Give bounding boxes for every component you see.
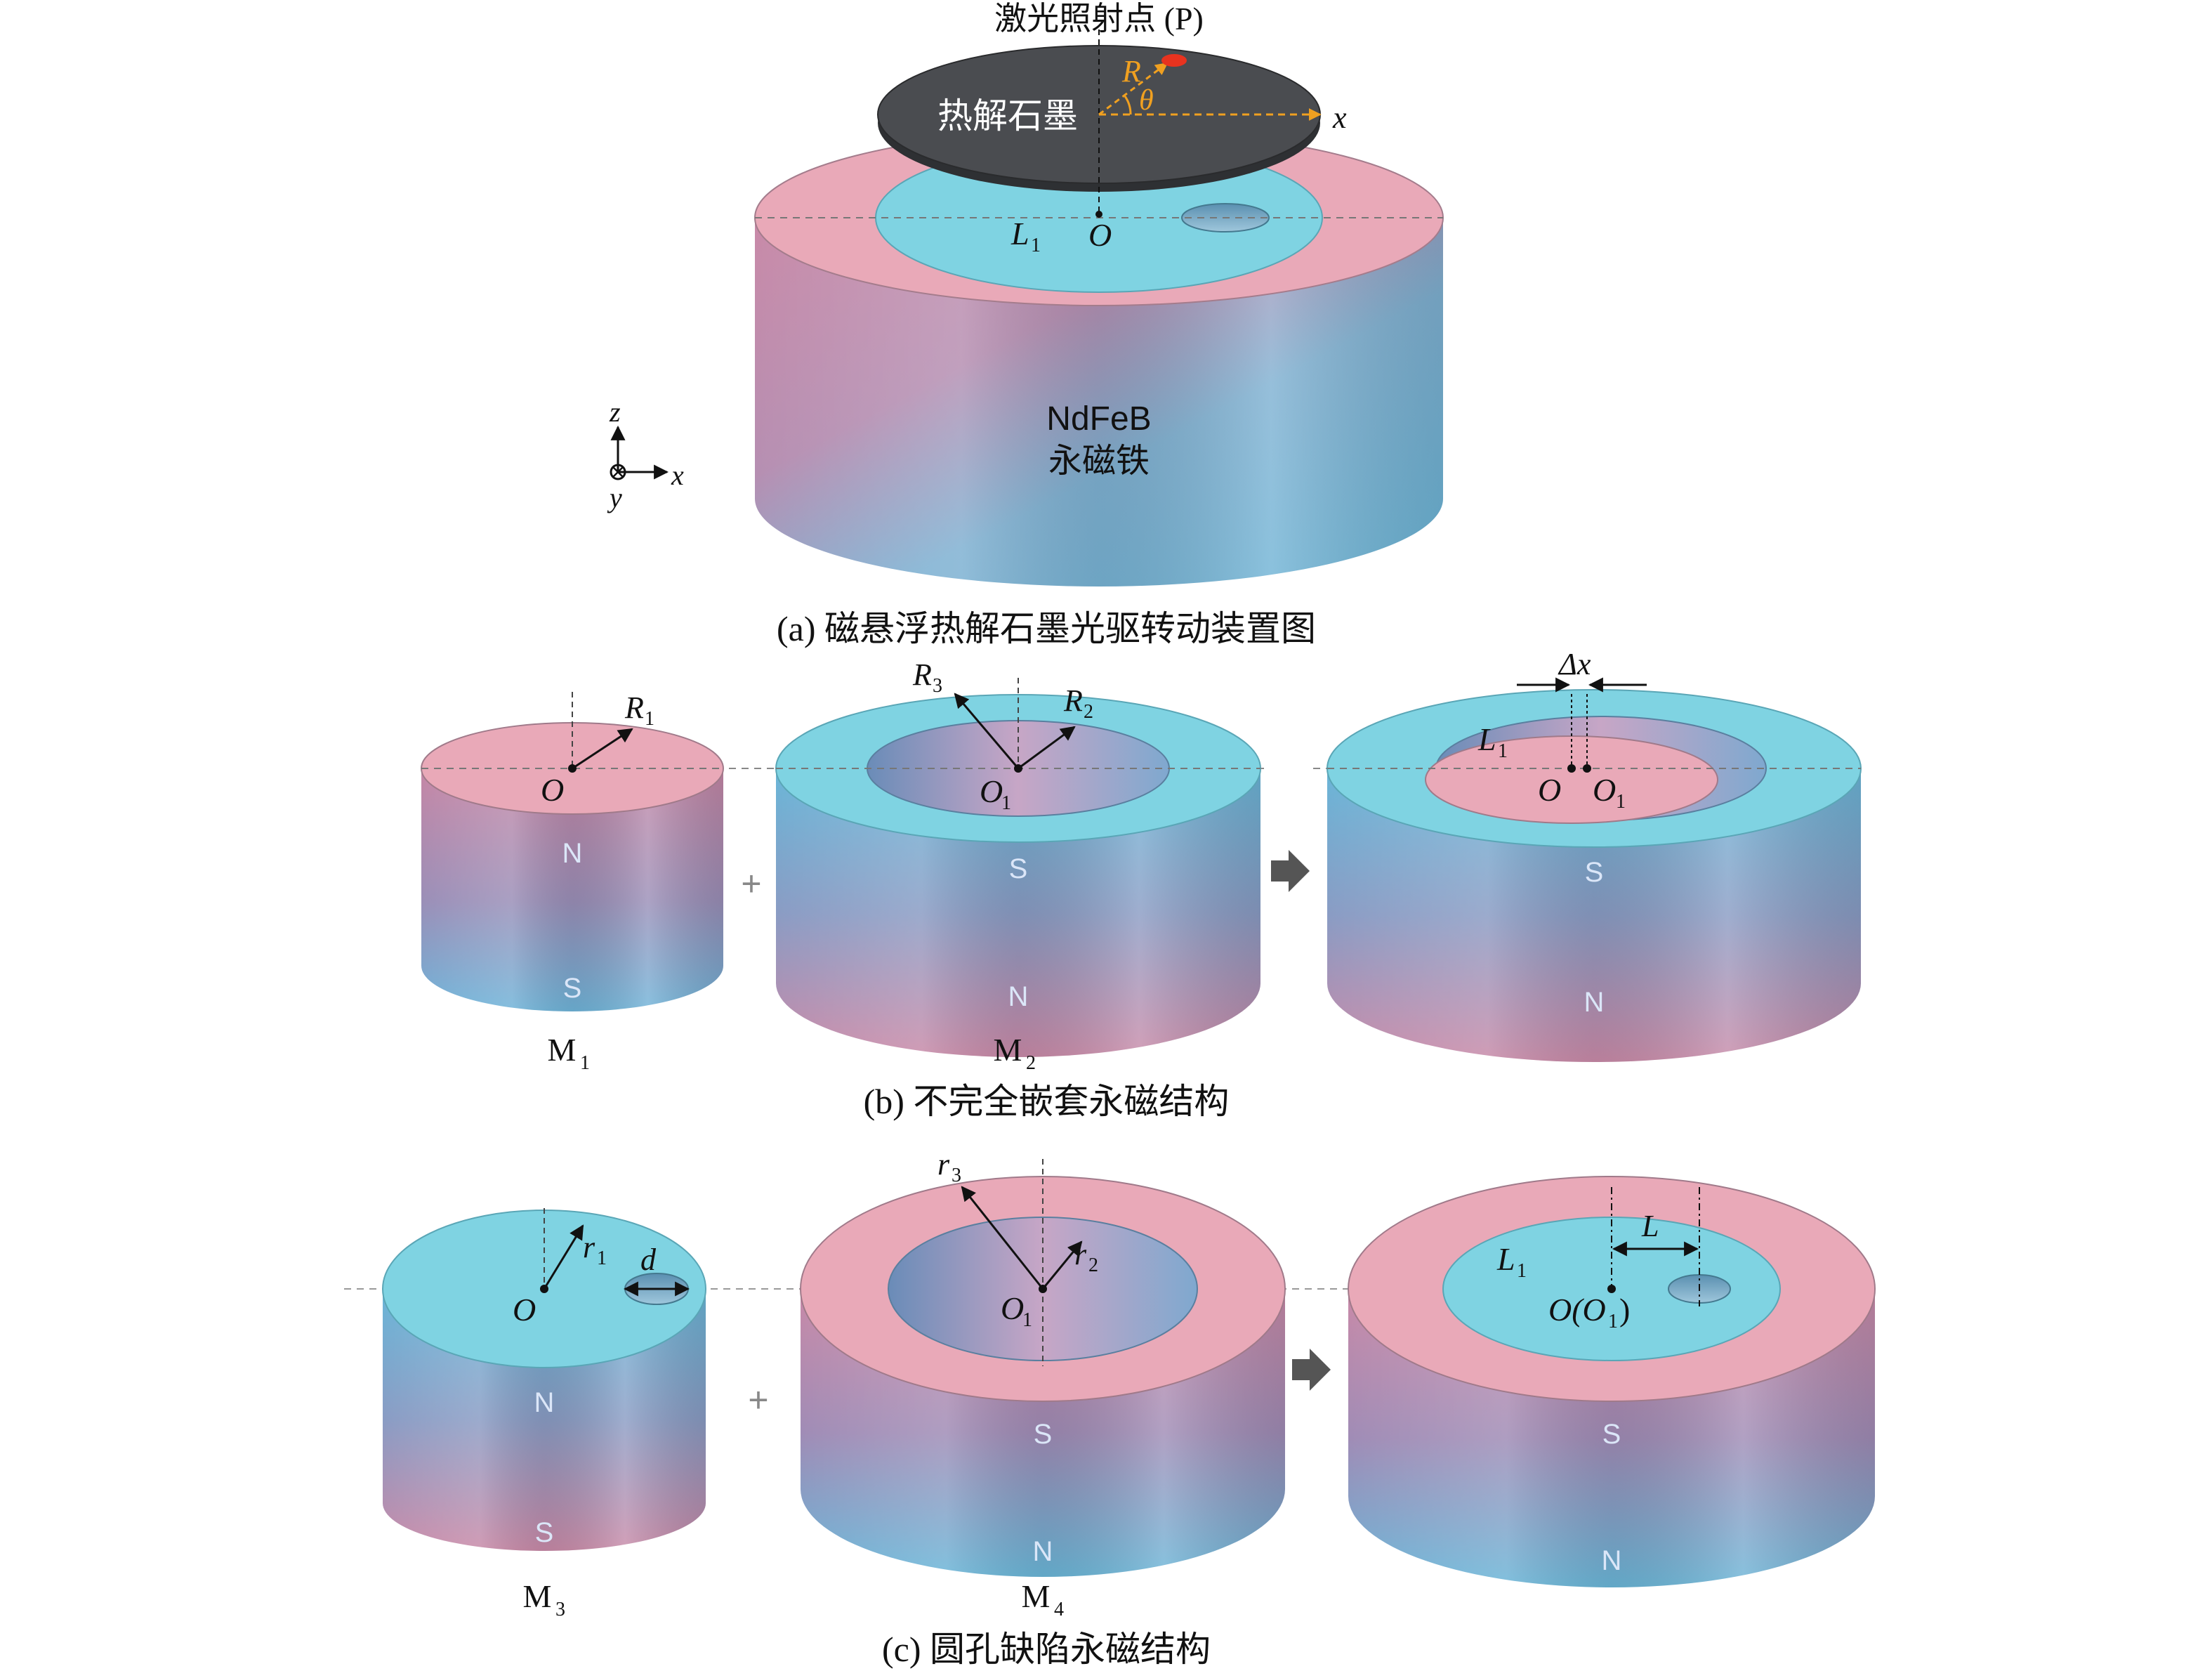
right-arrow-b bbox=[1271, 850, 1310, 892]
magnet-label-1: NdFeB bbox=[1046, 400, 1151, 438]
x-axis-label: x bbox=[671, 459, 684, 491]
b-top-pole: S bbox=[1585, 857, 1604, 888]
m2-r2-label: R bbox=[1063, 683, 1083, 718]
panel-a: 激光照射点 (P) 热解石墨 R θ x L 1 O NdFeB 永磁铁 z x… bbox=[607, 1, 1444, 648]
combined-b: Δx L 1 O O 1 S N bbox=[1326, 647, 1862, 1062]
m2-r3-label: R bbox=[912, 657, 932, 692]
b-o1-sub: 1 bbox=[1616, 791, 1626, 813]
c-o-label: O(O 1 ) bbox=[1548, 1292, 1630, 1332]
m4-r3-sub: 3 bbox=[952, 1165, 961, 1186]
m2-name: M bbox=[994, 1032, 1022, 1068]
right-arrow-c bbox=[1292, 1349, 1331, 1391]
l1-label: L bbox=[1010, 216, 1029, 251]
svg-text:): ) bbox=[1619, 1292, 1630, 1328]
magnet-m2: R 3 R 2 O 1 S N M 2 bbox=[775, 657, 1261, 1074]
m4-o-sub: 1 bbox=[1022, 1309, 1032, 1331]
panel-c: r 1 d O N S M 3 + r 3 r 2 O 1 S N bbox=[344, 1147, 1876, 1669]
m2-o-sub: 1 bbox=[1001, 792, 1011, 814]
combined-c: L L 1 O(O 1 ) S N bbox=[1348, 1176, 1876, 1587]
magnet-m4: r 3 r 2 O 1 S N M 4 bbox=[800, 1147, 1286, 1620]
c-l1-label: L bbox=[1496, 1241, 1515, 1277]
m2-o-label: O bbox=[980, 773, 1003, 809]
m1-top-pole: N bbox=[562, 838, 583, 869]
l1-sub: 1 bbox=[1031, 235, 1041, 256]
r-label: R bbox=[1121, 54, 1141, 89]
m1-o-label: O bbox=[541, 772, 564, 808]
b-l1-label: L bbox=[1477, 721, 1496, 757]
caption-a: (a) 磁悬浮热解石墨光驱转动装置图 bbox=[777, 609, 1316, 648]
m2-r3-sub: 3 bbox=[933, 675, 942, 697]
m2-bottom-pole: N bbox=[1008, 981, 1029, 1012]
r-vector bbox=[1098, 62, 1168, 116]
m4-bottom-pole: N bbox=[1033, 1536, 1053, 1567]
m3-name: M bbox=[523, 1578, 552, 1614]
coordinate-axes: z x y bbox=[607, 396, 684, 513]
panel-b: R 1 O N S M 1 + R 3 R 2 O 1 S N bbox=[421, 647, 1862, 1121]
laser-point-label: 激光照射点 (P) bbox=[994, 1, 1204, 37]
caption-c: (c) 圆孔缺陷永磁结构 bbox=[882, 1630, 1211, 1669]
m4-r2-sub: 2 bbox=[1088, 1254, 1098, 1276]
b-o1-label: O bbox=[1593, 772, 1616, 808]
m1-name: M bbox=[548, 1032, 577, 1068]
svg-text:O(O: O(O bbox=[1548, 1292, 1606, 1328]
o-label: O bbox=[1088, 217, 1112, 253]
c-l-label: L bbox=[1641, 1209, 1659, 1243]
magnet-m1: R 1 O N S M 1 bbox=[421, 690, 724, 1074]
x-label-disk: x bbox=[1332, 100, 1347, 135]
theta-label: θ bbox=[1139, 84, 1154, 117]
b-l1-sub: 1 bbox=[1498, 740, 1508, 762]
m3-d-label: d bbox=[640, 1243, 657, 1277]
m4-name: M bbox=[1022, 1578, 1051, 1614]
caption-b: (b) 不完全嵌套永磁结构 bbox=[864, 1082, 1230, 1121]
m4-top-pole: S bbox=[1034, 1419, 1053, 1450]
m3-o-label: O bbox=[513, 1292, 536, 1328]
svg-text:1: 1 bbox=[1608, 1311, 1618, 1332]
graphite-label: 热解石墨 bbox=[937, 96, 1078, 136]
plus-c: + bbox=[748, 1380, 768, 1420]
b-o-label: O bbox=[1538, 772, 1561, 808]
m2-r2-sub: 2 bbox=[1084, 701, 1093, 723]
m1-bottom-pole: S bbox=[563, 973, 582, 1004]
m4-o-label: O bbox=[1001, 1290, 1024, 1326]
magnet-m3: r 1 d O N S M 3 bbox=[382, 1208, 706, 1620]
m3-name-sub: 3 bbox=[555, 1599, 565, 1620]
m1-r-sub: 1 bbox=[645, 708, 654, 730]
c-top-pole: S bbox=[1602, 1419, 1621, 1450]
m4-r3-label: r bbox=[937, 1147, 950, 1181]
y-axis-label: y bbox=[607, 482, 622, 513]
m4-r2-label: r bbox=[1074, 1237, 1087, 1271]
z-axis-label: z bbox=[609, 396, 621, 428]
m4-name-sub: 4 bbox=[1054, 1599, 1064, 1620]
b-bottom-pole: N bbox=[1584, 987, 1605, 1018]
c-l1-sub: 1 bbox=[1517, 1260, 1527, 1282]
m3-bottom-pole: S bbox=[535, 1517, 554, 1548]
magnet-label-2: 永磁铁 bbox=[1048, 443, 1150, 480]
m2-name-sub: 2 bbox=[1026, 1052, 1036, 1074]
m1-name-sub: 1 bbox=[580, 1052, 590, 1074]
laser-spot bbox=[1161, 54, 1187, 67]
m3-r-sub: 1 bbox=[597, 1247, 607, 1269]
m3-r-label: r bbox=[583, 1230, 595, 1264]
dx-label: Δx bbox=[1558, 647, 1591, 681]
m2-top-pole: S bbox=[1009, 853, 1028, 884]
m1-r-label: R bbox=[624, 690, 644, 725]
m3-top-pole: N bbox=[534, 1387, 555, 1418]
c-bottom-pole: N bbox=[1602, 1545, 1622, 1576]
plus-b: + bbox=[741, 864, 761, 903]
